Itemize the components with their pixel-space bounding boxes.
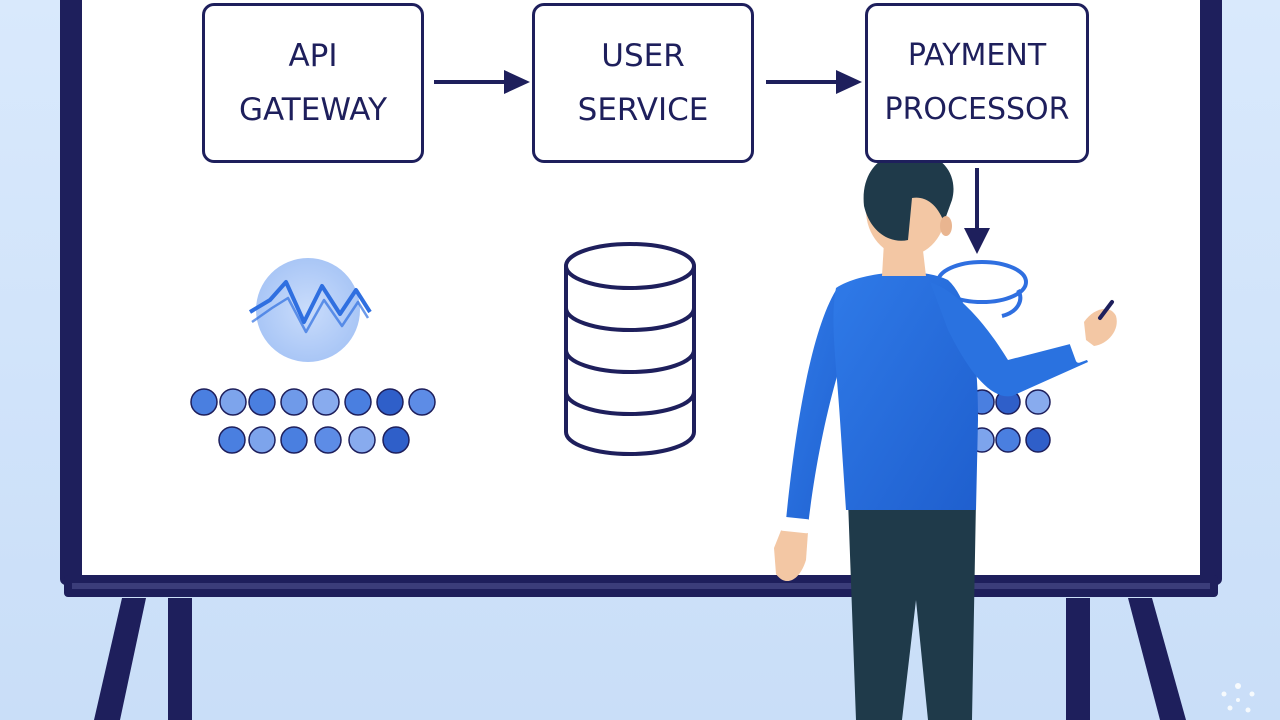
dot-rows-left	[190, 388, 436, 454]
presenter-figure	[774, 151, 1117, 720]
node-api-gateway-line-1: API	[288, 38, 338, 74]
flow-arrows	[434, 70, 990, 254]
node-user-service-line-2: SERVICE	[577, 92, 709, 128]
node-payment-processor: PAYMENT PROCESSOR	[865, 3, 1089, 163]
node-api-gateway-line-2: GATEWAY	[238, 92, 388, 128]
easel-legs	[94, 598, 1186, 720]
database-icon	[564, 242, 696, 456]
waveform-icon	[248, 258, 372, 362]
corner-sparkle-icon	[1221, 683, 1255, 713]
node-payment-processor-line-1: PAYMENT	[907, 38, 1047, 73]
node-user-service: USER SERVICE	[532, 3, 754, 163]
node-user-service-line-1: USER	[601, 38, 685, 74]
node-api-gateway: API GATEWAY	[202, 3, 424, 163]
node-payment-processor-line-2: PROCESSOR	[884, 92, 1070, 127]
